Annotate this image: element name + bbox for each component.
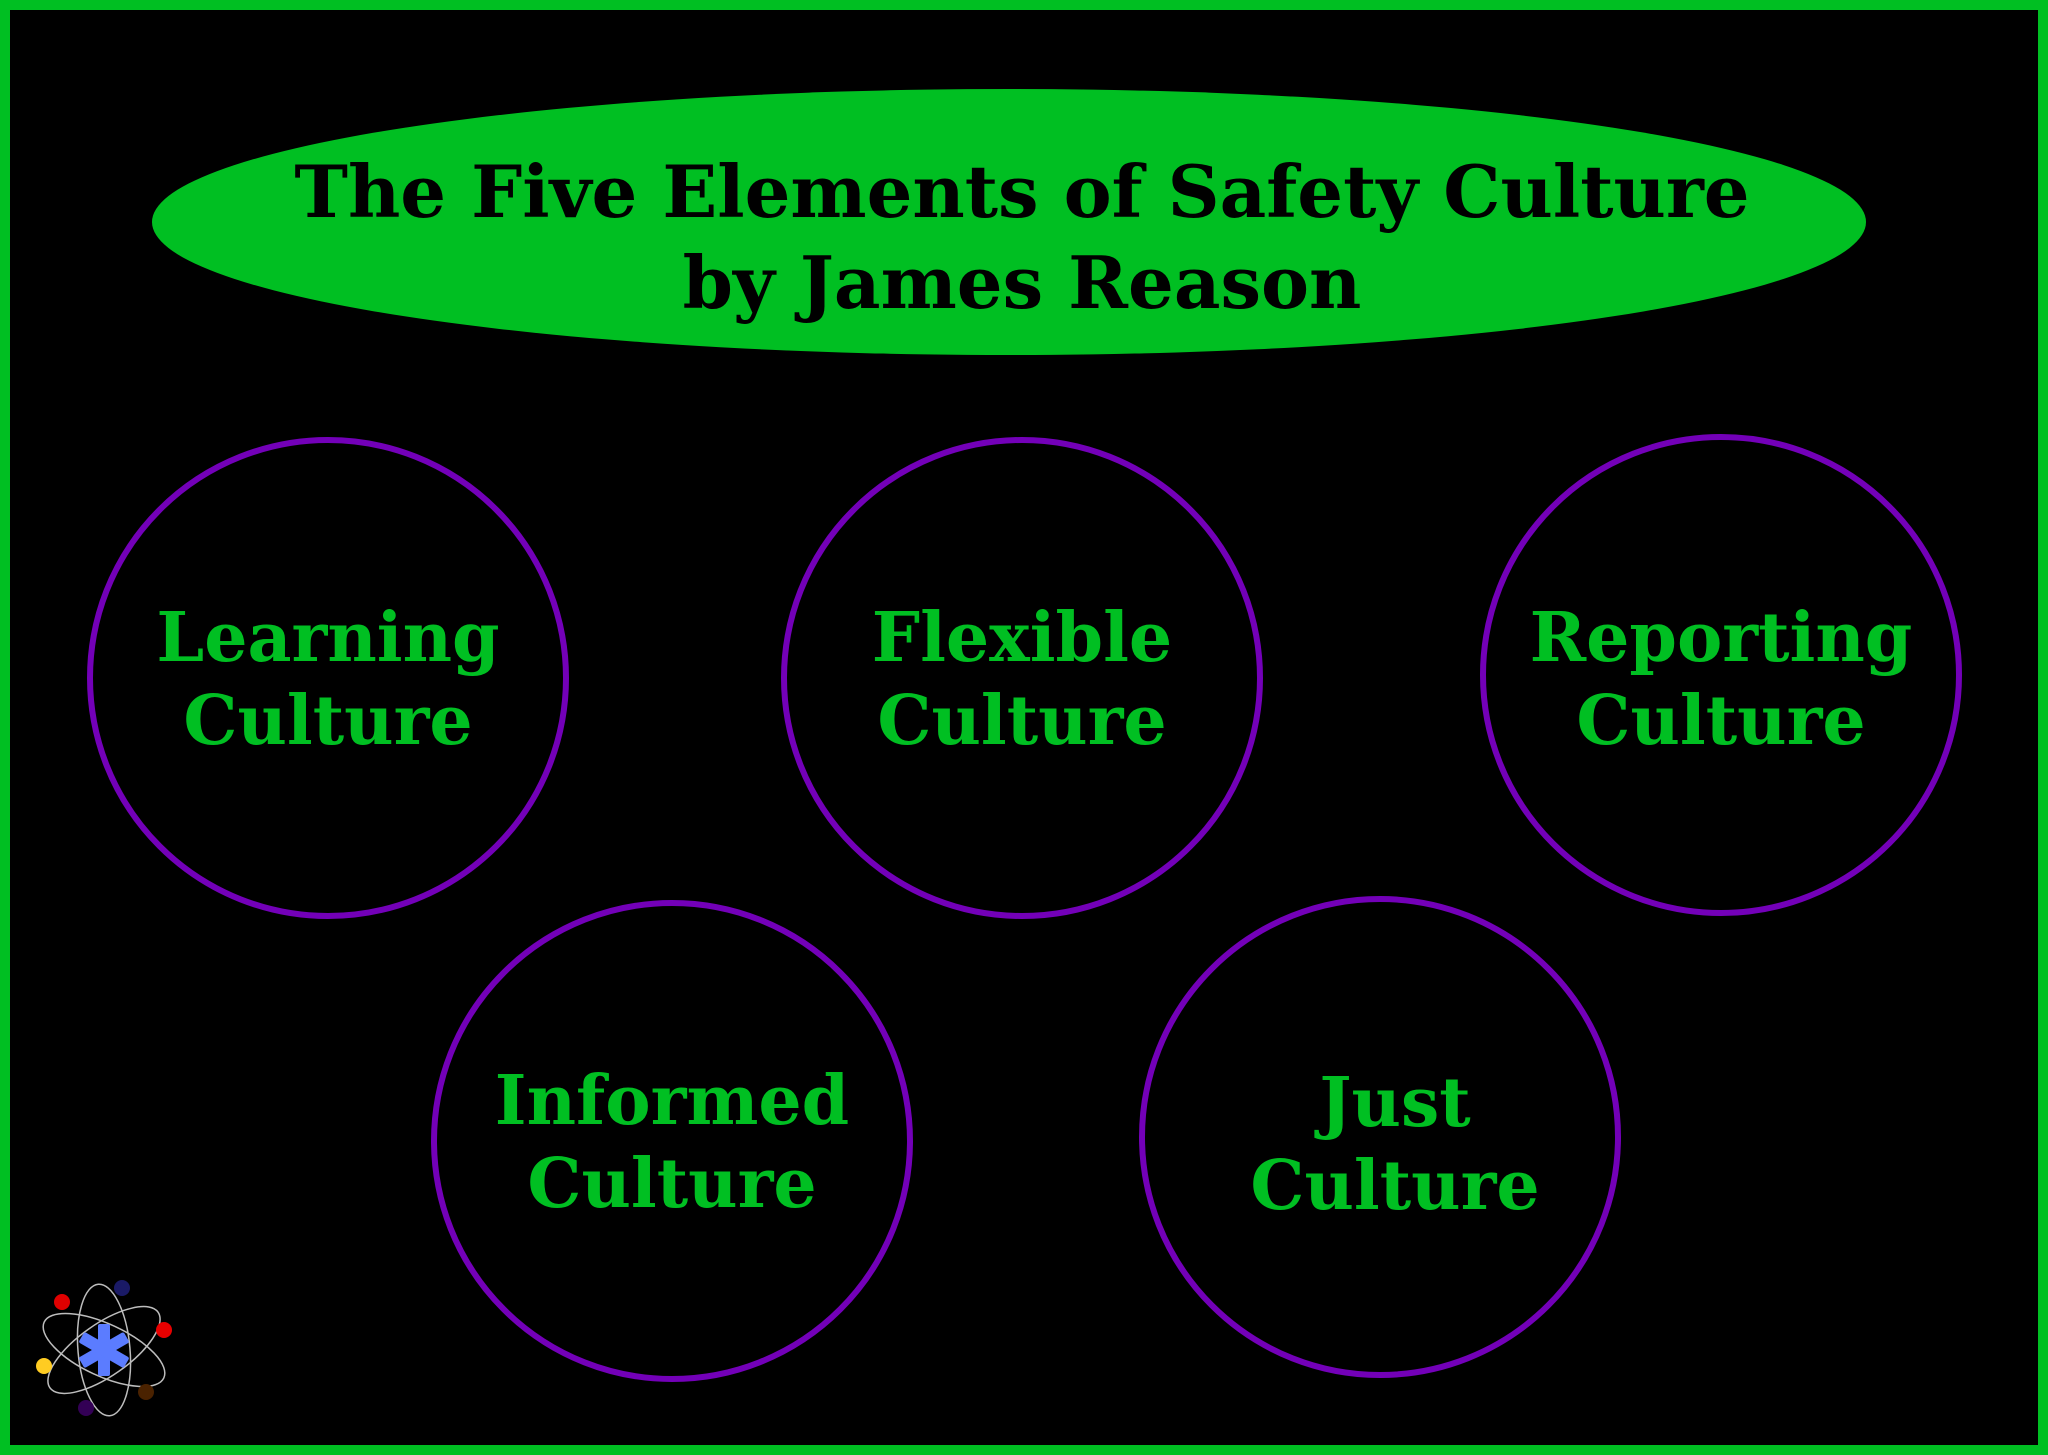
- logo-electron: [54, 1294, 70, 1310]
- element-circle: [1480, 434, 1962, 916]
- logo-electron: [156, 1322, 172, 1338]
- element-circle: [431, 900, 913, 1382]
- star-of-life-icon: [79, 1324, 129, 1376]
- logo-electron: [78, 1400, 94, 1416]
- logo-electron: [114, 1280, 130, 1296]
- logo-electron: [36, 1358, 52, 1374]
- element-circle: [781, 437, 1263, 919]
- element-label-line-1: Just: [1314, 1063, 1471, 1143]
- element-label-line-2: Culture: [877, 681, 1166, 761]
- element-label-line-1: Flexible: [872, 598, 1172, 678]
- atom-star-of-life-icon: [36, 1280, 172, 1417]
- element-label-line-2: Culture: [1576, 681, 1865, 761]
- title-line-1: The Five Elements of Safety Culture: [294, 149, 1749, 234]
- title-ellipse: [152, 89, 1866, 355]
- element-learning-culture: Learning Culture: [87, 437, 569, 919]
- element-informed-culture: Informed Culture: [431, 900, 913, 1382]
- element-flexible-culture: Flexible Culture: [781, 437, 1263, 919]
- logo-orbit: [76, 1283, 132, 1417]
- element-label-line-2: Culture: [527, 1144, 816, 1224]
- logo-orbit: [42, 1312, 166, 1388]
- title-banner: The Five Elements of Safety Culture by J…: [152, 89, 1866, 355]
- element-label-line-1: Reporting: [1530, 598, 1913, 678]
- element-label-line-2: Culture: [1250, 1146, 1539, 1226]
- title-line-2: by James Reason: [683, 240, 1362, 325]
- element-label-line-2: Culture: [183, 681, 472, 761]
- element-label-line-1: Learning: [156, 598, 499, 678]
- element-circle: [1139, 896, 1621, 1378]
- element-just-culture: Just Culture: [1139, 896, 1621, 1378]
- element-circle: [87, 437, 569, 919]
- logo-orbit: [47, 1305, 161, 1395]
- element-label-line-1: Informed: [495, 1061, 849, 1141]
- logo-electron: [138, 1384, 154, 1400]
- element-reporting-culture: Reporting Culture: [1480, 434, 1962, 916]
